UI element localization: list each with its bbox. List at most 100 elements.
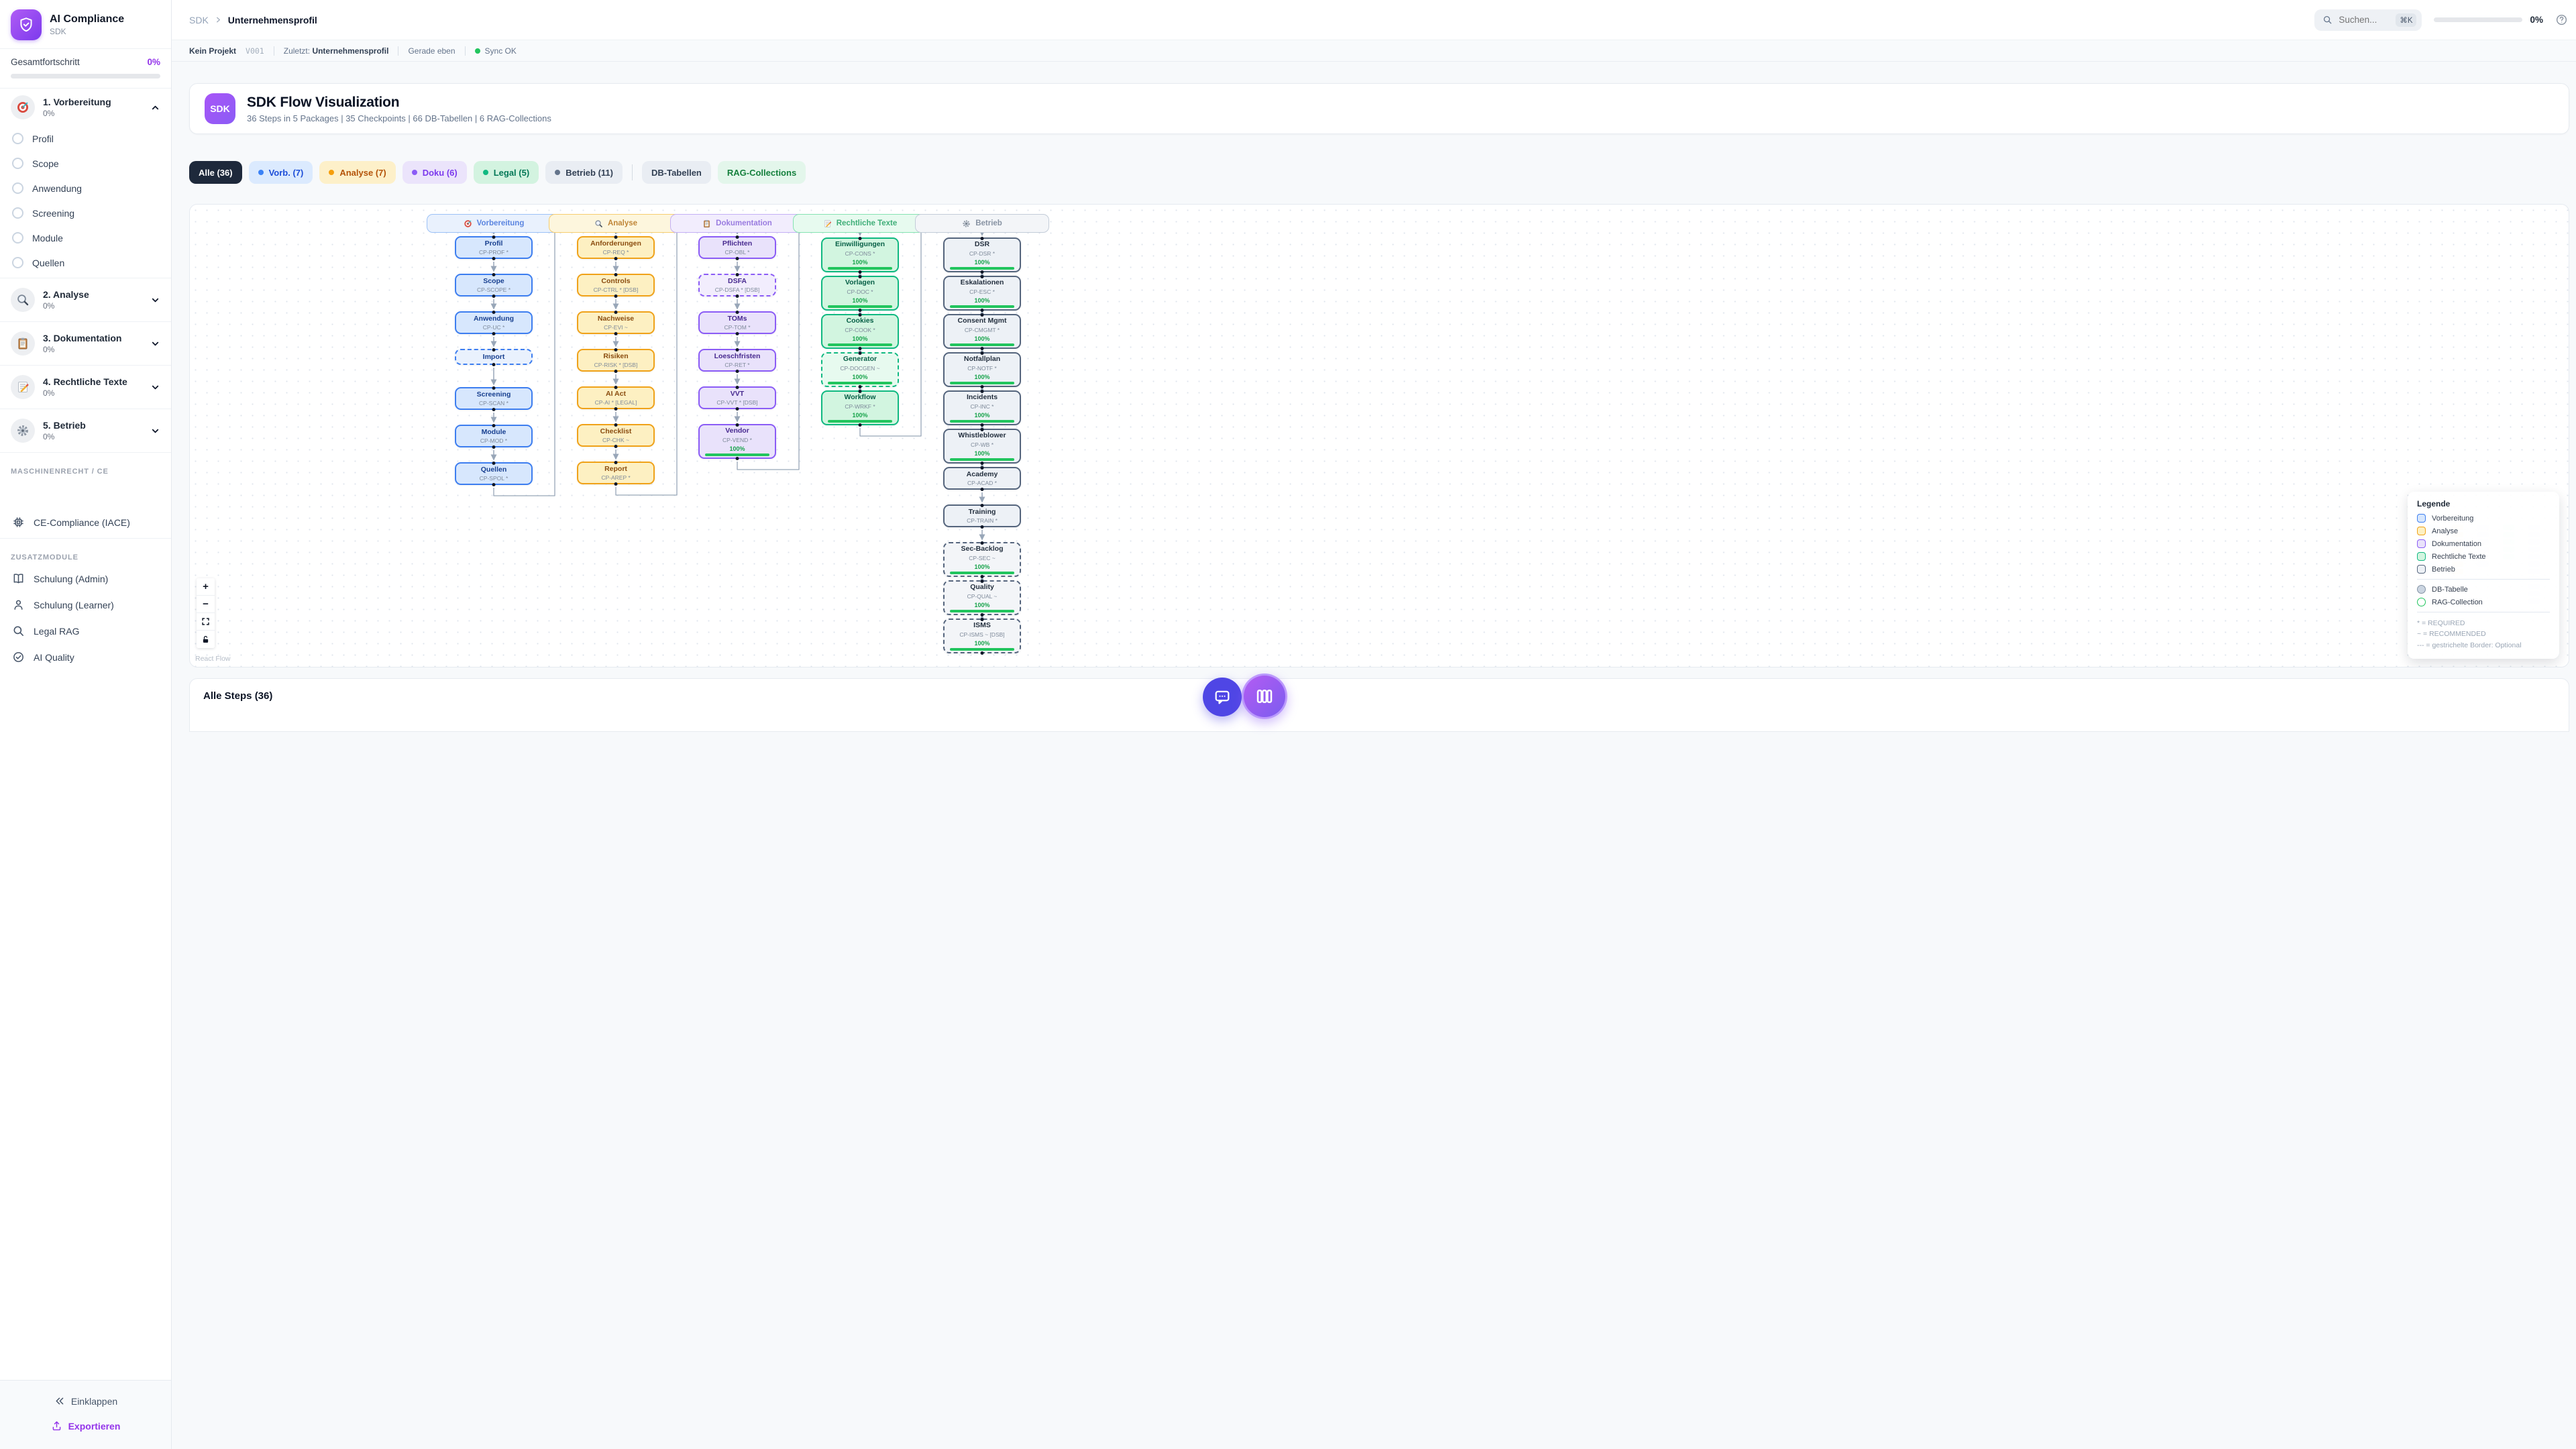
node-progress-bar xyxy=(950,381,1014,384)
collapse-sidebar-button[interactable]: Einklappen xyxy=(0,1389,171,1413)
flow-node-isms[interactable]: ISMS CP-ISMS ~ [DSB] 100% xyxy=(943,619,1021,653)
search-input[interactable] xyxy=(2339,15,2390,25)
flow-node-risiken[interactable]: Risiken CP-RISK * [DSB] xyxy=(577,349,655,372)
package-header-vorbereitung[interactable]: Vorbereitung xyxy=(427,214,561,233)
flow-node-controls[interactable]: Controls CP-CTRL * [DSB] xyxy=(577,274,655,297)
filter-pill-db-tabellen[interactable]: DB-Tabellen xyxy=(642,161,711,184)
flow-node-screening[interactable]: Screening CP-SCAN * xyxy=(455,387,533,410)
flow-node-checklist[interactable]: Checklist CP-CHK ~ xyxy=(577,424,655,447)
flow-node-report[interactable]: Report CP-AREP * xyxy=(577,462,655,484)
package-header-analyse[interactable]: Analyse xyxy=(549,214,683,233)
flow-node-dsfa[interactable]: DSFA CP-DSFA * [DSB] xyxy=(698,274,776,297)
filter-pill-doku-6[interactable]: Doku (6) xyxy=(402,161,467,184)
status-bar: Kein Projekt V001 Zuletzt: Unternehmensp… xyxy=(172,40,2576,62)
sidebar-item-ai-quality[interactable]: AI Quality xyxy=(0,644,171,670)
memo-icon xyxy=(11,375,35,399)
zoom-in-button[interactable]: + xyxy=(197,578,215,596)
flow-node-profil[interactable]: Profil CP-PROF * xyxy=(455,236,533,259)
node-title: Scope xyxy=(483,276,504,285)
sidebar-item-scope[interactable]: Scope xyxy=(0,151,171,176)
sidebar-item-legal-rag[interactable]: Legal RAG xyxy=(0,618,171,644)
flow-node-notfallplan[interactable]: Notfallplan CP-NOTF * 100% xyxy=(943,352,1021,387)
flow-node-scope[interactable]: Scope CP-SCOPE * xyxy=(455,274,533,297)
legend-swatch xyxy=(2417,539,2426,549)
sidebar-item-schulung-learner[interactable]: Schulung (Learner) xyxy=(0,592,171,618)
flow-node-pflichten[interactable]: Pflichten CP-OBL * xyxy=(698,236,776,259)
filter-pill-alle-36[interactable]: Alle (36) xyxy=(189,161,242,184)
board-button[interactable] xyxy=(1242,674,1287,719)
search-box[interactable]: ⌘K xyxy=(2314,9,2422,31)
node-title: Consent Mgmt xyxy=(957,317,1007,325)
flow-node-eskalationen[interactable]: Eskalationen CP-ESC * 100% xyxy=(943,276,1021,311)
flow-node-anforderungen[interactable]: Anforderungen CP-REQ * xyxy=(577,236,655,259)
flow-node-workflow[interactable]: Workflow CP-WRKF * 100% xyxy=(821,390,899,425)
flow-node-generator[interactable]: Generator CP-DOCGEN ~ 100% xyxy=(821,352,899,387)
help-icon[interactable] xyxy=(2555,13,2568,26)
node-progress-value: 100% xyxy=(974,335,990,342)
filter-pill-betrieb-11[interactable]: Betrieb (11) xyxy=(545,161,623,184)
sidebar-item-anwendung[interactable]: Anwendung xyxy=(0,176,171,201)
flow-node-vendor[interactable]: Vendor CP-VEND * 100% xyxy=(698,424,776,459)
flow-node-einwilligungen[interactable]: Einwilligungen CP-CONS * 100% xyxy=(821,237,899,272)
flow-node-module[interactable]: Module CP-MOD * xyxy=(455,425,533,447)
flow-node-anwendung[interactable]: Anwendung CP-UC * xyxy=(455,311,533,334)
node-title: Whistleblower xyxy=(958,431,1006,440)
export-button[interactable]: Exportieren xyxy=(0,1413,171,1438)
flow-node-ai-act[interactable]: AI Act CP-AI * [LEGAL] xyxy=(577,386,655,409)
sidebar-item-label: Profil xyxy=(32,133,54,144)
flow-node-training[interactable]: Training CP-TRAIN * xyxy=(943,504,1021,527)
filter-pill-legal-5[interactable]: Legal (5) xyxy=(473,161,539,184)
filter-pill-vorb-7[interactable]: Vorb. (7) xyxy=(248,161,313,184)
flow-node-vvt[interactable]: VVT CP-VVT * [DSB] xyxy=(698,386,776,409)
node-code: CP-OBL * xyxy=(724,249,750,256)
node-title: Checklist xyxy=(600,427,632,435)
flow-node-whistleblower[interactable]: Whistleblower CP-WB * 100% xyxy=(943,429,1021,464)
divider xyxy=(0,452,171,453)
sidebar-item-screening[interactable]: Screening xyxy=(0,201,171,225)
flow-node-toms[interactable]: TOMs CP-TOM * xyxy=(698,311,776,334)
sidebar-item-profil[interactable]: Profil xyxy=(0,126,171,151)
flow-node-quellen[interactable]: Quellen CP-SPOL * xyxy=(455,462,533,485)
filter-pill-analyse-7[interactable]: Analyse (7) xyxy=(319,161,396,184)
node-title: Quality xyxy=(970,583,994,592)
sidebar-item-schulung-admin[interactable]: Schulung (Admin) xyxy=(0,566,171,592)
sidebar-item-ce-compliance-iace[interactable]: CE-Compliance (IACE) xyxy=(0,509,171,535)
fit-view-button[interactable] xyxy=(197,613,215,631)
lock-button[interactable] xyxy=(197,631,215,648)
legend-item-vorbereitung: Vorbereitung xyxy=(2417,514,2550,523)
node-title: TOMs xyxy=(727,314,747,323)
package-header-dokumentation[interactable]: Dokumentation xyxy=(670,214,804,233)
flow-node-sec-backlog[interactable]: Sec-Backlog CP-SEC ~ 100% xyxy=(943,542,1021,577)
zoom-out-button[interactable]: − xyxy=(197,596,215,613)
page-subtitle: 36 Steps in 5 Packages | 35 Checkpoints … xyxy=(247,113,551,123)
flow-node-consent-mgmt[interactable]: Consent Mgmt CP-CMGMT * 100% xyxy=(943,314,1021,349)
flow-node-vorlagen[interactable]: Vorlagen CP-DOC * 100% xyxy=(821,276,899,311)
flow-node-import[interactable]: Import xyxy=(455,349,533,365)
flow-node-dsr[interactable]: DSR CP-DSR * 100% xyxy=(943,237,1021,272)
flow-node-loeschfristen[interactable]: Loeschfristen CP-RET * xyxy=(698,349,776,372)
flow-node-academy[interactable]: Academy CP-ACAD * xyxy=(943,467,1021,490)
package-header-rechtliche-texte[interactable]: Rechtliche Texte xyxy=(793,214,927,233)
filter-pill-rag-collections[interactable]: RAG-Collections xyxy=(717,161,806,184)
flow-node-nachweise[interactable]: Nachweise CP-EVI ~ xyxy=(577,311,655,334)
sidebar-item-quellen[interactable]: Quellen xyxy=(0,250,171,275)
node-title: AI Act xyxy=(606,389,626,398)
flow-controls: + − xyxy=(197,578,215,648)
chat-button[interactable] xyxy=(1203,678,1242,716)
target-icon xyxy=(464,219,472,228)
flow-node-cookies[interactable]: Cookies CP-COOK * 100% xyxy=(821,314,899,349)
flow-node-quality[interactable]: Quality CP-QUAL ~ 100% xyxy=(943,580,1021,615)
sidebar-item-module[interactable]: Module xyxy=(0,225,171,250)
breadcrumb-root[interactable]: SDK xyxy=(189,14,209,25)
package-header-betrieb[interactable]: Betrieb xyxy=(915,214,1049,233)
flow-node-incidents[interactable]: Incidents CP-INC * 100% xyxy=(943,390,1021,425)
node-progress-bar xyxy=(950,266,1014,270)
person-icon xyxy=(12,598,25,611)
